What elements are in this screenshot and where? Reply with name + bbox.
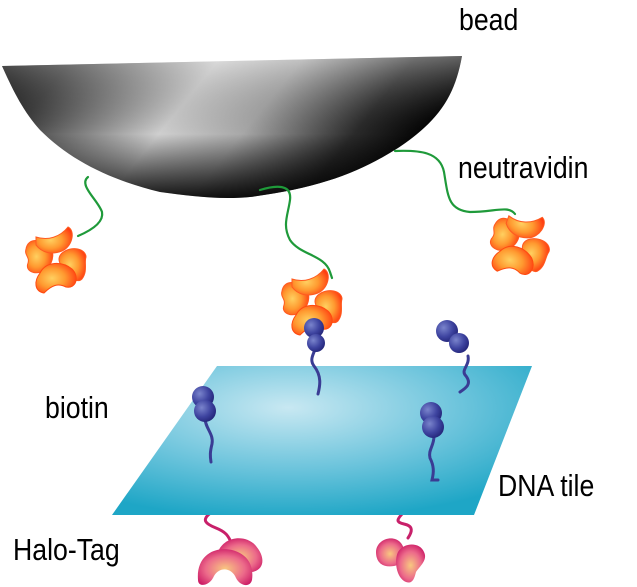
label-dna-tile: DNA tile (498, 468, 595, 503)
biotin-center (304, 318, 325, 352)
biotin-linker-left (203, 416, 214, 464)
neutravidin-center (281, 268, 343, 336)
linker-left (76, 175, 104, 238)
neutravidin-icon (490, 214, 550, 275)
dna-tile (112, 366, 532, 515)
neutravidin-icon (25, 226, 87, 294)
halo-linkers (203, 510, 413, 542)
biotin-right (420, 402, 444, 438)
neutravidin-right (490, 214, 550, 275)
linkers (76, 149, 517, 280)
linker-right (393, 149, 517, 216)
biotin-linker-right-top (458, 354, 470, 394)
biotin-linker-right (428, 434, 440, 482)
bead-shading (2, 56, 462, 199)
halo-tag-left (197, 538, 263, 586)
biotin-left (192, 386, 216, 422)
label-halo-tag: Halo-Tag (13, 532, 120, 567)
halo-tag-right (376, 538, 426, 583)
neutravidin-left (25, 226, 87, 294)
label-bead: bead (459, 2, 519, 37)
halo-linker-right (396, 510, 413, 540)
label-biotin: biotin (45, 390, 109, 425)
halo-linker-left (203, 510, 232, 542)
neutravidin-icon (281, 268, 343, 336)
linker-center (258, 185, 334, 280)
bead (2, 56, 462, 199)
label-neutravidin: neutravidin (458, 150, 589, 185)
biotin-right-top (436, 320, 469, 353)
